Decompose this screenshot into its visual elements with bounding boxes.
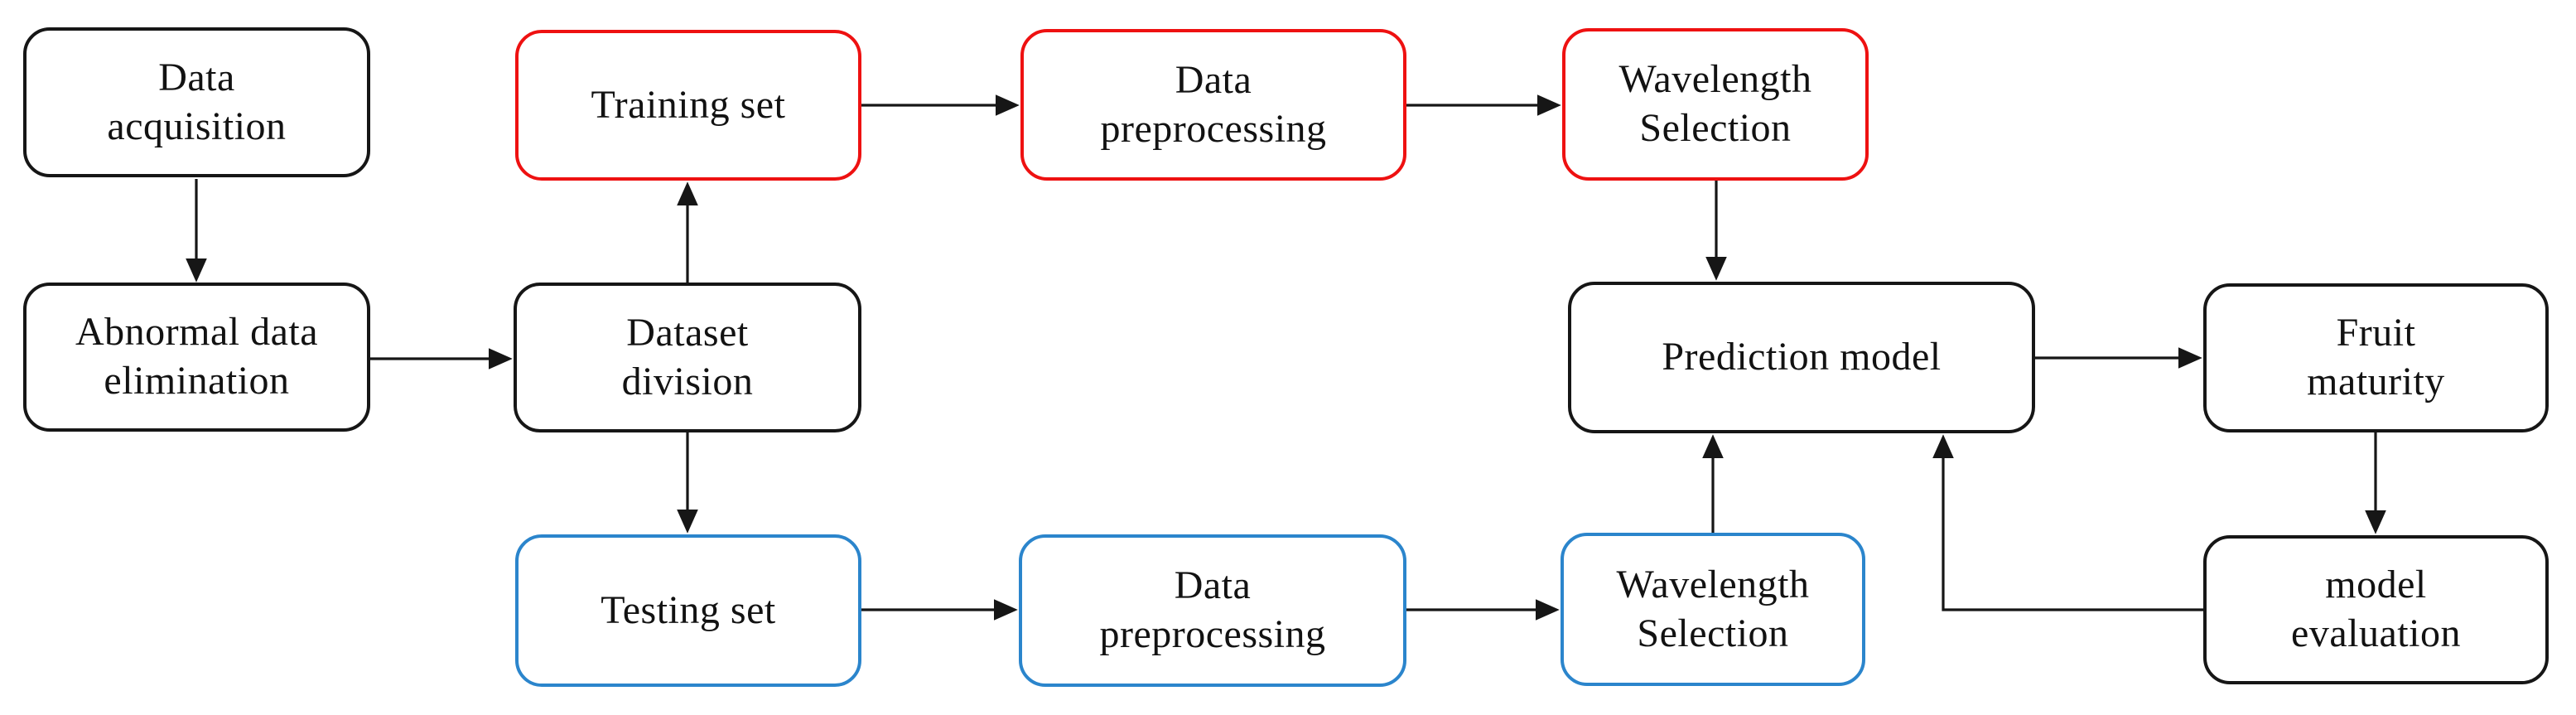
node-label-wavelength-selection-test: Wavelength Selection	[1616, 562, 1810, 655]
node-fruit-maturity: Fruit maturity	[2203, 283, 2549, 432]
node-label-wavelength-selection-train: Wavelength Selection	[1618, 57, 1812, 150]
node-model-evaluation: model evaluation	[2203, 535, 2549, 684]
node-label-model-evaluation: model evaluation	[2291, 563, 2461, 655]
node-training-set: Training set	[515, 30, 861, 181]
edge-model-evaluation-to-prediction-model	[1932, 434, 2203, 611]
node-label-dataset-division: Dataset division	[621, 310, 754, 403]
node-label-prediction-model: Prediction model	[1662, 335, 1942, 379]
node-label-abnormal-data-elimination: Abnormal data elimination	[75, 310, 319, 403]
node-data-preprocessing-train: Data preprocessing	[1020, 29, 1406, 181]
node-testing-set: Testing set	[515, 534, 861, 687]
node-label-fruit-maturity: Fruit maturity	[2307, 311, 2445, 403]
node-wavelength-selection-test: Wavelength Selection	[1561, 533, 1865, 686]
node-prediction-model: Prediction model	[1568, 282, 2035, 433]
node-dataset-division: Dataset division	[514, 283, 861, 432]
node-wavelength-selection-train: Wavelength Selection	[1562, 28, 1869, 181]
node-label-data-acquisition: Data acquisition	[107, 55, 287, 148]
node-label-training-set: Training set	[591, 82, 786, 127]
node-label-data-preprocessing-test: Data preprocessing	[1099, 563, 1326, 656]
node-abnormal-data-elimination: Abnormal data elimination	[23, 283, 370, 432]
node-data-acquisition: Data acquisition	[23, 27, 370, 177]
node-label-data-preprocessing-train: Data preprocessing	[1100, 57, 1327, 151]
node-label-testing-set: Testing set	[601, 587, 776, 632]
node-data-preprocessing-test: Data preprocessing	[1019, 534, 1406, 687]
